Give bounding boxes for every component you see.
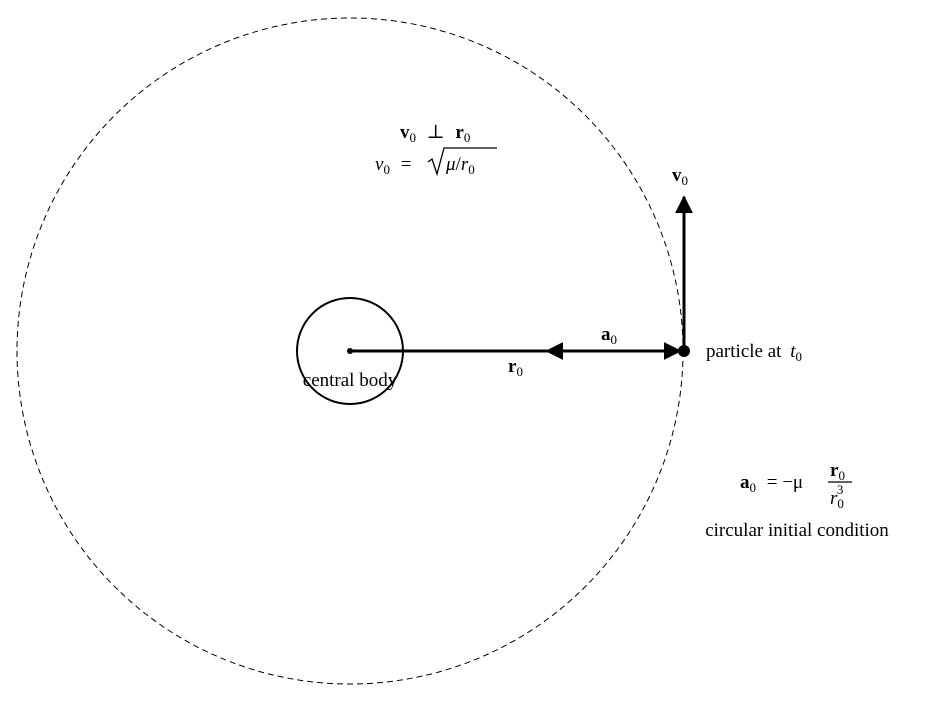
perpendicular-equation: v0 ⊥ r0	[400, 122, 470, 147]
acceleration-vector-label: a0	[601, 324, 617, 347]
central-body-label: central body	[303, 370, 398, 391]
svg-text:r0: r0	[830, 460, 845, 483]
particle-label: particle at t0	[706, 341, 802, 364]
condition-label: circular initial condition	[705, 520, 889, 541]
speed-equation: v0 = μ/r0	[375, 147, 497, 179]
svg-text:v0 =: v0 =	[375, 154, 411, 179]
particle-dot	[678, 345, 690, 357]
svg-text:r03: r03	[830, 482, 844, 511]
sqrt-radical	[427, 147, 497, 177]
position-vector-label: r0	[508, 356, 523, 379]
velocity-vector-label: v0	[672, 165, 688, 188]
svg-text:μ/r0: μ/r0	[445, 154, 475, 177]
svg-text:a0 = −μ: a0 = −μ	[740, 472, 803, 497]
acceleration-equation: a0 = −μ r0 r03	[740, 460, 852, 511]
